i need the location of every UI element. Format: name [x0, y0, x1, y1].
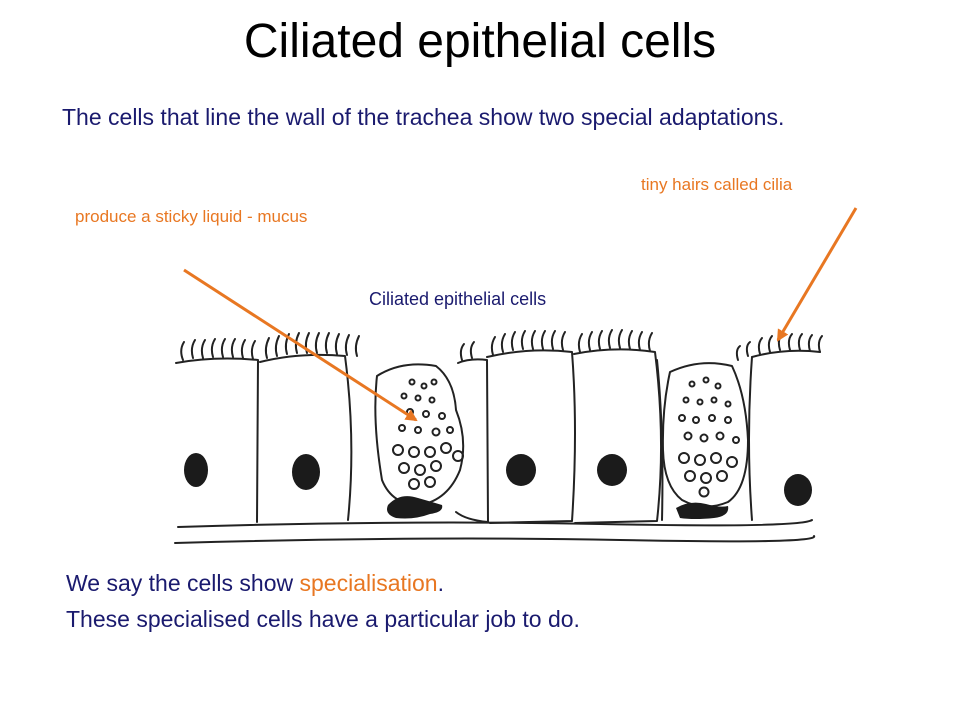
cell-outline — [573, 348, 663, 524]
cilia — [459, 341, 475, 361]
cell-outline — [259, 353, 353, 521]
cilia — [735, 341, 751, 361]
nucleus — [506, 454, 536, 486]
mucus-vesicles — [678, 376, 740, 498]
nucleus — [184, 453, 208, 487]
conclusion-prefix: We say the cells show — [66, 570, 300, 596]
cilia-arrow — [776, 207, 858, 342]
mucus-arrow — [183, 268, 418, 422]
nucleus — [597, 454, 627, 486]
specialisation-highlight: specialisation — [299, 570, 438, 596]
cell-outline — [656, 359, 664, 521]
conclusion-text: We say the cells show specialisation. Th… — [66, 565, 896, 637]
cell-outline — [748, 356, 753, 521]
cilia — [577, 329, 653, 353]
nucleus — [292, 454, 320, 490]
goblet-cell-outline — [661, 362, 749, 508]
conclusion-suffix: . — [437, 570, 444, 596]
cilia — [180, 338, 256, 361]
nucleus — [784, 474, 812, 506]
cell-outline — [455, 358, 489, 523]
cilia-label: tiny hairs called cilia — [641, 175, 793, 194]
nucleus — [676, 502, 729, 519]
mucus-vesicles — [392, 378, 464, 490]
mucus-label: produce a sticky liquid - mucus — [75, 207, 308, 226]
cilia — [490, 330, 566, 356]
conclusion-line-2: These specialised cells have a particula… — [66, 606, 580, 632]
diagram-caption: Ciliated epithelial cells — [369, 289, 547, 309]
slide-title: Ciliated epithelial cells — [243, 15, 717, 68]
nucleus — [387, 496, 443, 519]
conclusion-line-1: We say the cells show specialisation. — [66, 565, 896, 601]
cell-outline — [486, 349, 576, 524]
basement-membrane-lower — [174, 535, 816, 544]
cell-outline — [175, 357, 259, 523]
basement-membrane — [177, 519, 813, 528]
goblet-cell-outline — [374, 363, 465, 506]
cell-outline — [751, 349, 821, 358]
intro-text: The cells that line the wall of the trac… — [62, 104, 785, 130]
